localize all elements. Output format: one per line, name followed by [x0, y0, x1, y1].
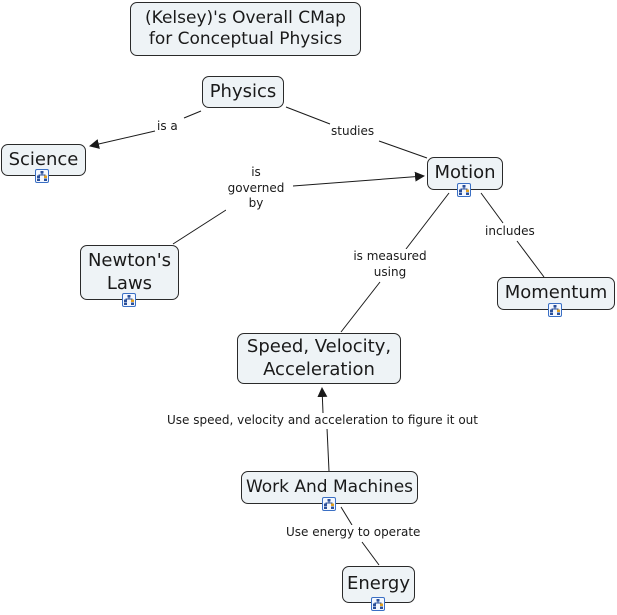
link-line-physics-is-a [183, 110, 202, 119]
hierarchy-icon [324, 499, 334, 509]
link-line-motion-measured [405, 192, 450, 250]
link-line-label-sva [317, 387, 328, 414]
concept-energy[interactable]: Energy [342, 566, 415, 603]
link-line-physics-studies [285, 106, 331, 125]
concept-work-and-machines[interactable]: Work And Machines [241, 471, 418, 504]
link-line-studies-motion [378, 140, 428, 159]
link-label-is-measured-using[interactable]: is measured using [350, 249, 430, 281]
link-line-energy-label-energy [361, 541, 380, 566]
link-line-measured-sva [340, 281, 381, 333]
link-line-motion-includes [480, 192, 504, 224]
hierarchy-icon [550, 305, 560, 315]
link-line-work-energy-label [340, 506, 353, 526]
link-label-use-energy[interactable]: Use energy to operate [286, 525, 421, 541]
link-label-includes[interactable]: includes [485, 224, 535, 240]
concept-label: Momentum [504, 282, 608, 304]
concept-label: Motion [434, 162, 496, 184]
concept-label: Work And Machines [245, 476, 414, 497]
submap-icon-science[interactable] [35, 169, 49, 183]
concept-label: Science [8, 148, 79, 170]
concept-physics[interactable]: Physics [202, 76, 284, 108]
map-title[interactable]: (Kelsey)'s Overall CMap for Conceptual P… [130, 2, 361, 56]
submap-icon-newtons-laws[interactable] [122, 293, 136, 307]
link-label-is-governed-by[interactable]: is governed by [226, 165, 286, 212]
hierarchy-icon [459, 185, 469, 195]
concept-motion[interactable]: Motion [427, 157, 503, 190]
link-label-studies[interactable]: studies [331, 124, 375, 140]
submap-icon-energy[interactable] [371, 597, 385, 611]
concept-speed-velocity-acceleration[interactable]: Speed, Velocity, Acceleration [237, 333, 401, 384]
link-label-use-sva[interactable]: Use speed, velocity and acceleration to … [167, 413, 478, 429]
submap-icon-work-and-machines[interactable] [322, 497, 336, 511]
link-line-includes-momentum [516, 240, 545, 278]
map-title-text: (Kelsey)'s Overall CMap for Conceptual P… [145, 7, 346, 49]
link-line-newtons-governed [172, 209, 227, 245]
hierarchy-icon [373, 599, 383, 609]
link-label-is-a[interactable]: is a [157, 119, 178, 135]
concept-label: Speed, Velocity, Acceleration [246, 336, 392, 380]
concept-science[interactable]: Science [1, 144, 86, 176]
link-line-governed-motion [292, 171, 425, 187]
link-line-is-a-science [89, 130, 156, 149]
concept-label: Newton's Laws [87, 250, 172, 294]
submap-icon-momentum[interactable] [548, 303, 562, 317]
concept-newtons-laws[interactable]: Newton's Laws [80, 245, 179, 300]
submap-icon-motion[interactable] [457, 183, 471, 197]
concept-momentum[interactable]: Momentum [497, 277, 615, 310]
concept-label: Energy [346, 573, 411, 595]
link-line-work-label [326, 427, 330, 472]
concept-label: Physics [209, 80, 277, 102]
hierarchy-icon [37, 171, 47, 181]
hierarchy-icon [124, 295, 134, 305]
